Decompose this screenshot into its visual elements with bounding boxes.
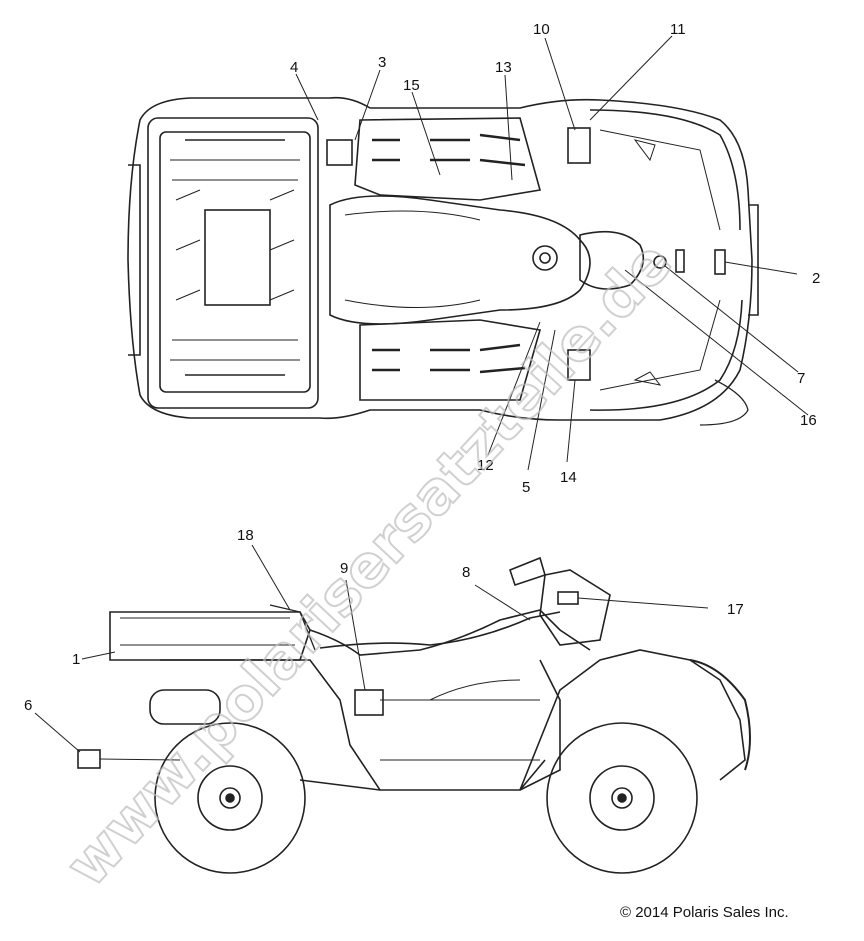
callout-12: 12 [477, 457, 494, 474]
copyright-notice: © 2014 Polaris Sales Inc. [620, 904, 789, 921]
leader-lines [34, 35, 809, 761]
decal-10-box [567, 127, 591, 164]
callout-18: 18 [237, 527, 254, 544]
callout-9: 9 [340, 560, 348, 577]
callout-5: 5 [522, 479, 530, 496]
decal-9-box [354, 689, 384, 716]
callout-6: 6 [24, 697, 32, 714]
decal-17-box [557, 591, 579, 605]
decal-6-box [77, 749, 101, 769]
decal-3-box [326, 139, 353, 166]
callout-13: 13 [495, 59, 512, 76]
decal-14-box [567, 349, 591, 381]
callout-2: 2 [812, 270, 820, 287]
callout-17: 17 [727, 601, 744, 618]
callout-3: 3 [378, 54, 386, 71]
callout-8: 8 [462, 564, 470, 581]
callout-4: 4 [290, 59, 298, 76]
callout-11: 11 [670, 21, 686, 38]
atv-side-view [77, 556, 751, 874]
callout-16: 16 [800, 412, 817, 429]
callout-15: 15 [403, 77, 420, 94]
callout-labels: 1 2 3 4 5 6 7 8 9 10 11 12 13 14 15 16 1… [24, 21, 820, 714]
callout-14: 14 [560, 469, 577, 486]
callout-10: 10 [533, 21, 550, 38]
callout-7: 7 [797, 370, 805, 387]
atv-top-view [127, 96, 759, 426]
callout-1: 1 [72, 651, 80, 668]
